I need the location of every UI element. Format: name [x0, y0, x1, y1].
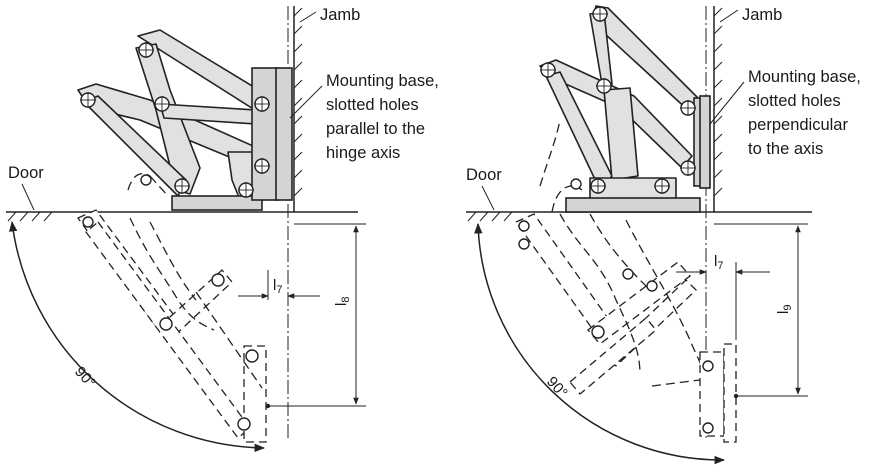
right-dimension-l9: l9 [714, 223, 808, 399]
left-l8-subscript: 8 [340, 297, 352, 303]
right-mount-label-line-2: slotted holes [748, 92, 841, 110]
right-door-label: Door [466, 166, 502, 184]
svg-text:l7: l7 [714, 253, 723, 272]
left-open-position-outline [77, 173, 267, 443]
right-dimension-l7: l7 [676, 253, 770, 340]
right-door-surface [466, 211, 812, 222]
left-door-label: Door [8, 164, 44, 182]
left-mount-label-line-4: hinge axis [326, 144, 400, 162]
right-l7-symbol: l [714, 253, 717, 270]
left-hinge-linkage [77, 29, 293, 211]
right-l7-subscript: 7 [717, 260, 723, 272]
left-l7-subscript: 7 [276, 284, 282, 296]
right-mount-label-line-1: Mounting base, [748, 68, 861, 86]
left-mount-label-line-1: Mounting base, [326, 72, 439, 90]
right-mount-label-line-4: to the axis [748, 140, 823, 158]
left-angle-label: 90° [71, 363, 99, 391]
left-door-surface [6, 211, 358, 222]
right-l9-subscript: 9 [782, 305, 794, 311]
left-hinge-diagram: 90° l7 l8 Jamb Mounting base, slotted ho… [6, 6, 439, 453]
left-jamb-label: Jamb [320, 6, 360, 24]
right-jamb-label: Jamb [742, 6, 782, 24]
left-dimension-l8: l8 [265, 223, 366, 409]
left-l7-symbol: l [273, 277, 276, 294]
svg-text:l7: l7 [273, 277, 282, 296]
right-mount-label-line-3: perpendicular [748, 116, 848, 134]
right-hinge-diagram: 90° l7 l9 Jamb Mounting base, slotted ho… [466, 5, 861, 465]
left-mount-label-line-2: slotted holes [326, 96, 419, 114]
left-l8-symbol: l [333, 303, 350, 306]
right-angle-label: 90° [543, 373, 571, 401]
right-pivot-pins [518, 6, 714, 434]
left-dimension-l7: l7 [238, 270, 320, 300]
svg-text:l9: l9 [775, 305, 794, 314]
left-mount-label-line-3: parallel to the [326, 120, 425, 138]
right-l9-symbol: l [775, 311, 792, 314]
svg-text:l8: l8 [333, 297, 352, 306]
